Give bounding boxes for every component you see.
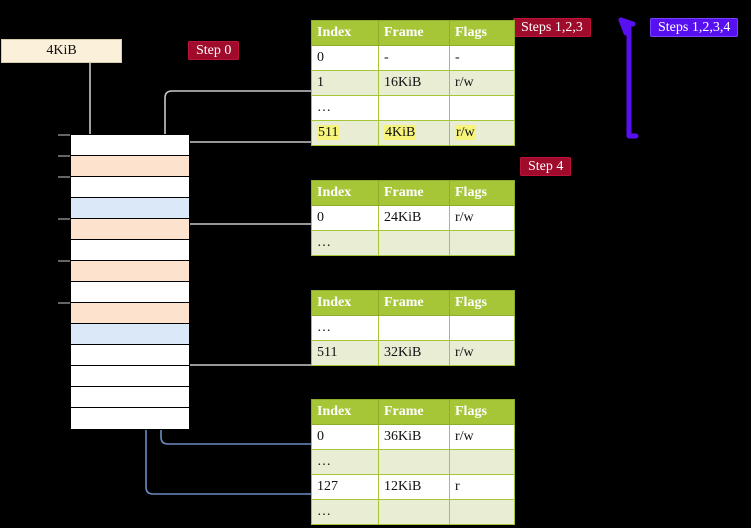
memory-frame-row [71, 408, 189, 429]
memory-frame-row [71, 177, 189, 198]
table-cell-flags: r/w [449, 340, 515, 366]
memory-frame-row [71, 366, 189, 387]
column-header-frame: Frame [378, 290, 450, 316]
table-cell-flags: r [449, 474, 515, 500]
memory-frame-row [71, 303, 189, 324]
wire-t1-24kib [179, 223, 311, 255]
table-cell-index: 511 [311, 340, 379, 366]
table-cell-index: 1 [311, 70, 379, 96]
table-cell-frame: 36KiB [378, 424, 450, 450]
memory-frame-row [71, 345, 189, 366]
table-row: … [311, 230, 515, 256]
badge-step-4: Step 4 [520, 157, 572, 176]
table-row: … [311, 449, 515, 475]
highlighted-value: r/w [455, 125, 476, 140]
table-cell-frame [378, 449, 450, 475]
table-cell-frame: 24KiB [378, 205, 450, 231]
table-cell-flags [449, 230, 515, 256]
column-header-index: Index [311, 399, 379, 425]
column-header-flags: Flags [449, 180, 515, 206]
badge-steps-123: Steps 1,2,3 [513, 18, 591, 37]
table-cell-index: … [311, 230, 379, 256]
table-cell-flags: r/w [449, 120, 515, 146]
memory-frame-row [71, 135, 189, 156]
table-cell-flags [449, 499, 515, 525]
column-header-flags: Flags [449, 290, 515, 316]
highlighted-value: 511 [317, 125, 340, 140]
memory-frame-row [71, 261, 189, 282]
table-cell-index: 0 [311, 45, 379, 71]
table-cell-frame [378, 230, 450, 256]
memory-size-box: 4KiB [1, 39, 122, 63]
badge-step-0: Step 0 [188, 41, 240, 60]
memory-frame-row [71, 198, 189, 219]
table-cell-index: 511 [311, 120, 379, 146]
table-cell-frame [378, 95, 450, 121]
table-cell-index: … [311, 95, 379, 121]
table-cell-flags [449, 95, 515, 121]
table-cell-frame: 32KiB [378, 340, 450, 366]
table-row: 511 4KiB r/w [311, 120, 515, 146]
table-cell-frame: 16KiB [378, 70, 450, 96]
table-row: … [311, 315, 515, 341]
table-cell-flags [449, 449, 515, 475]
table-cell-flags: r/w [449, 70, 515, 96]
table-cell-frame [378, 315, 450, 341]
memory-frame-row [71, 219, 189, 240]
memory-frame-row [71, 240, 189, 261]
steps-bracket-arrowhead [618, 17, 636, 36]
physical-memory-column [70, 134, 190, 430]
wire-t2-32kib [179, 312, 311, 366]
table-row: 0-- [311, 45, 515, 71]
table-row: … [311, 95, 515, 121]
memory-frame-row [71, 156, 189, 177]
badge-steps-1234: Steps 1,2,3,4 [650, 18, 739, 37]
column-header-index: Index [311, 290, 379, 316]
memory-frame-row [71, 387, 189, 408]
column-header-frame: Frame [378, 180, 450, 206]
table-cell-flags [449, 315, 515, 341]
table-cell-index: 0 [311, 424, 379, 450]
column-header-flags: Flags [449, 399, 515, 425]
column-header-frame: Frame [378, 20, 450, 46]
table-cell-index: … [311, 499, 379, 525]
column-header-frame: Frame [378, 399, 450, 425]
column-header-index: Index [311, 20, 379, 46]
table-cell-flags: r/w [449, 424, 515, 450]
table-cell-index: 127 [311, 474, 379, 500]
table-cell-flags: - [449, 45, 515, 71]
highlighted-value: 4KiB [384, 125, 417, 140]
table-cell-index: … [311, 449, 379, 475]
table-cell-frame: 4KiB [378, 120, 450, 146]
table-cell-frame [378, 499, 450, 525]
column-header-index: Index [311, 180, 379, 206]
table-row: … [311, 499, 515, 525]
memory-tick-marks [58, 134, 70, 304]
steps-bracket-arrow [618, 17, 639, 139]
table-cell-frame: - [378, 45, 450, 71]
memory-size-label: 4KiB [46, 43, 77, 58]
wire-t0-4kib [179, 141, 311, 153]
memory-frame-row [71, 324, 189, 345]
column-header-flags: Flags [449, 20, 515, 46]
table-cell-index: 0 [311, 205, 379, 231]
table-cell-frame: 12KiB [378, 474, 450, 500]
memory-frame-row [71, 282, 189, 303]
table-cell-index: … [311, 315, 379, 341]
table-cell-flags: r/w [449, 205, 515, 231]
